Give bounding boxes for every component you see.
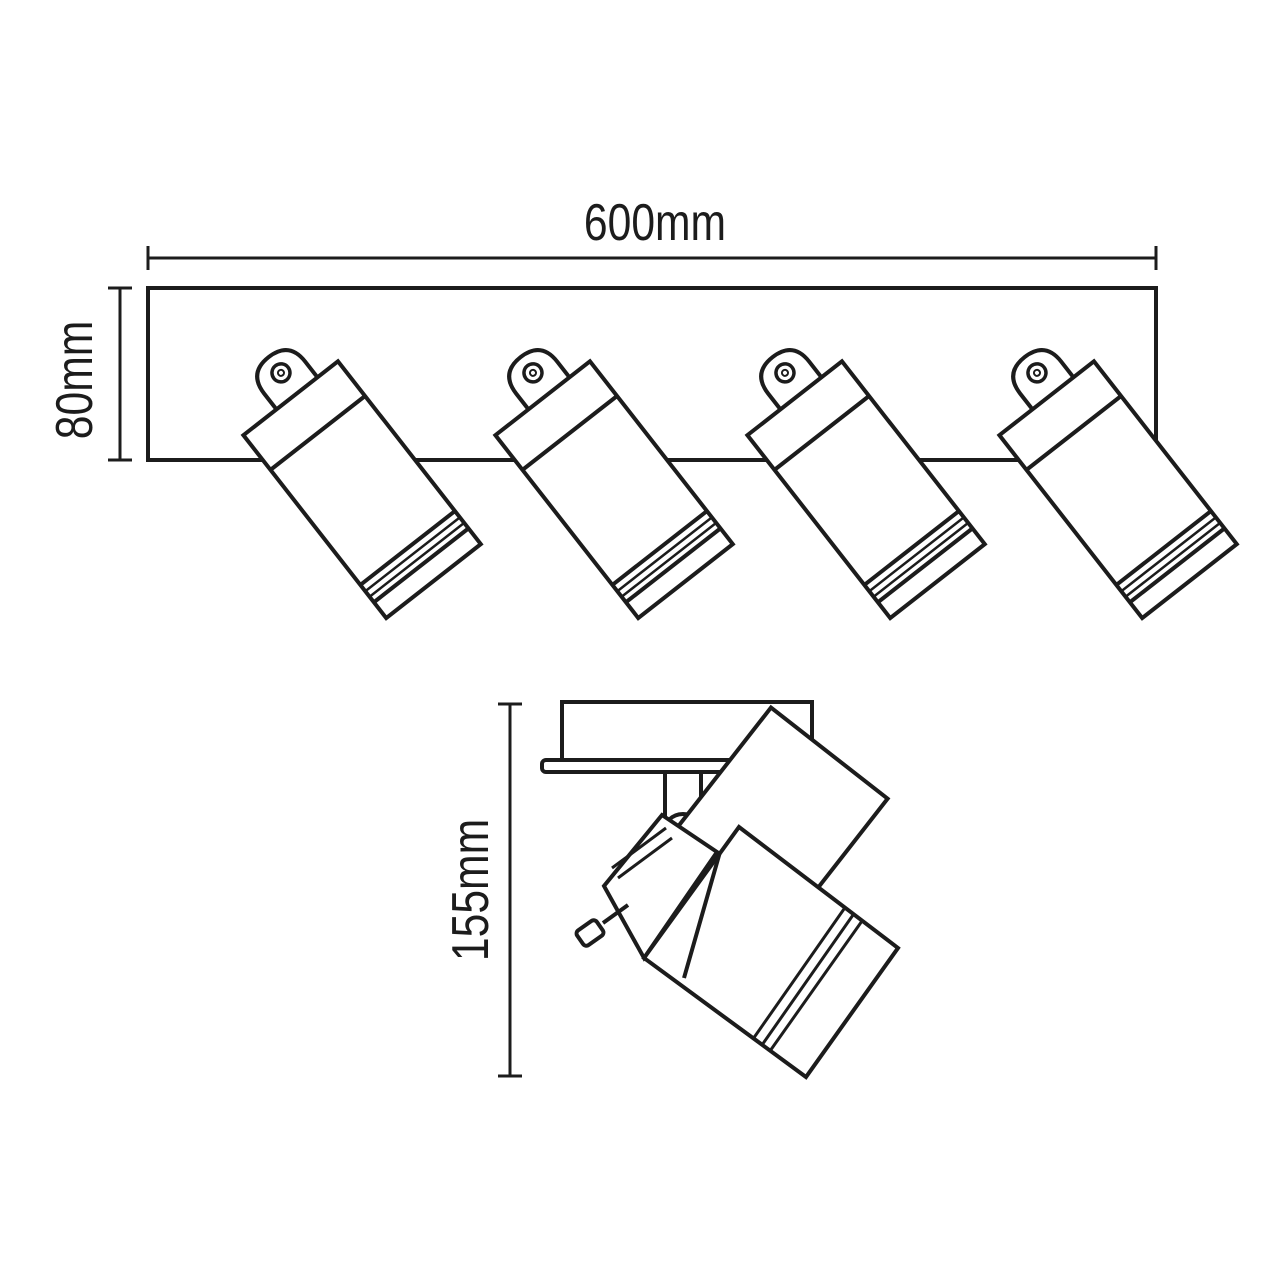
single-spot-side-view: 155mm	[442, 700, 901, 1080]
height-label: 155mm	[442, 819, 500, 961]
depth-dimension-line	[108, 286, 132, 462]
height-dimension-line	[498, 702, 522, 1078]
length-dimension-line	[146, 246, 1158, 270]
depth-label: 80mm	[46, 321, 104, 439]
side-spot-head	[574, 812, 901, 1080]
length-label: 600mm	[584, 194, 726, 252]
bar-assembly: 600mm 80mm	[46, 194, 1239, 621]
